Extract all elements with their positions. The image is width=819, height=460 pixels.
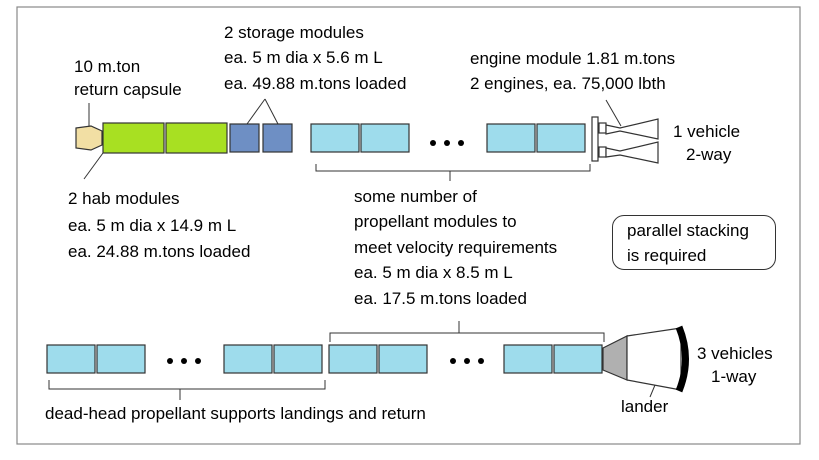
dead-head-bracket bbox=[48, 380, 326, 390]
propellant-module bbox=[360, 123, 410, 153]
dead-head-propellant-module bbox=[96, 344, 146, 374]
parallel-stacking-callout bbox=[612, 215, 776, 270]
storage-leader-1 bbox=[246, 98, 266, 125]
bottom-ellipsis-2 bbox=[450, 358, 484, 364]
lander-label: lander bbox=[621, 397, 669, 416]
diagram-border bbox=[16, 6, 801, 445]
storage-module-2 bbox=[262, 123, 293, 153]
propellant-module bbox=[328, 344, 378, 374]
top-vehicle-stack bbox=[75, 116, 659, 164]
propellant-bracket-top bbox=[315, 164, 591, 172]
storage-module-1 bbox=[229, 123, 260, 153]
engine-mount bbox=[598, 146, 607, 158]
engine-mount bbox=[598, 122, 607, 134]
dead-head-propellant-module bbox=[46, 344, 96, 374]
propellant-module bbox=[553, 344, 603, 374]
lander-body bbox=[626, 327, 682, 391]
propellant-module bbox=[503, 344, 553, 374]
hab-module-2 bbox=[165, 122, 228, 154]
propellant-module bbox=[536, 123, 586, 153]
lander-nose bbox=[602, 335, 628, 381]
hab-leader bbox=[83, 152, 104, 180]
hab-module-1 bbox=[102, 122, 165, 154]
lander-leader bbox=[649, 384, 656, 398]
return-capsule bbox=[75, 125, 103, 151]
lander-heat-shield bbox=[675, 325, 689, 393]
engine-leader bbox=[605, 99, 622, 127]
dead-head-propellant-module bbox=[273, 344, 323, 374]
parallel-note-line1: parallel stacking bbox=[627, 221, 749, 240]
engine-module-plate bbox=[591, 116, 599, 162]
propellant-module bbox=[486, 123, 536, 153]
leader-lines bbox=[48, 98, 656, 400]
bottom-ellipsis-1 bbox=[167, 358, 201, 364]
propellant-module bbox=[378, 344, 428, 374]
dead-head-label: dead-head propellant supports landings a… bbox=[45, 404, 426, 423]
propellant-module bbox=[310, 123, 360, 153]
engine-nozzle-1 bbox=[605, 118, 659, 140]
propellant-bracket-bottom bbox=[329, 332, 605, 342]
dead-head-propellant-module bbox=[223, 344, 273, 374]
storage-leader-2 bbox=[264, 98, 279, 125]
parallel-note-line2: is required bbox=[627, 246, 707, 265]
bottom-vehicle-stack bbox=[46, 327, 682, 391]
engine-nozzle-2 bbox=[605, 141, 659, 164]
top-ellipsis bbox=[430, 140, 464, 146]
